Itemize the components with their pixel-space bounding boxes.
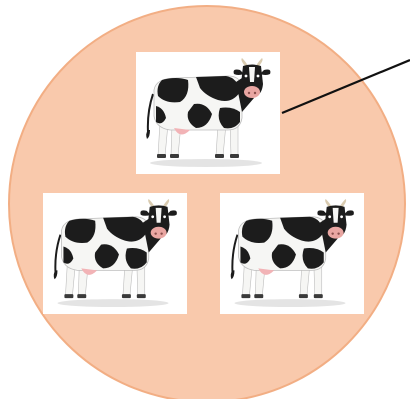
cow-icon bbox=[43, 193, 187, 314]
cow-image-top bbox=[136, 52, 280, 174]
cow-image-bottom-right bbox=[220, 193, 364, 314]
cow-image-bottom-left bbox=[43, 193, 187, 314]
cow-icon bbox=[136, 52, 280, 174]
cow-icon bbox=[220, 193, 364, 314]
